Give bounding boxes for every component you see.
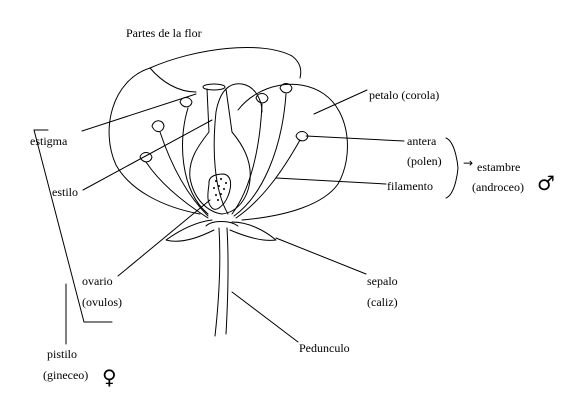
label-petalo: petalo (corola)	[369, 88, 439, 102]
leader-filamento	[275, 177, 387, 185]
leader-sepalo	[275, 237, 367, 275]
male-symbol-icon: ♂	[537, 171, 555, 195]
anther-3	[139, 152, 153, 163]
anther-5	[279, 83, 293, 94]
filament-6	[235, 139, 301, 219]
pistil-bracket	[33, 129, 113, 323]
sepal-left	[165, 219, 215, 242]
style-tube	[189, 88, 251, 215]
label-ovulos: (ovulos)	[82, 295, 122, 309]
label-polen: (polen)	[407, 154, 442, 168]
filament-3	[145, 161, 209, 219]
leader-estilo	[82, 119, 213, 191]
ovary-sac	[207, 173, 232, 210]
label-pistilo: pistilo	[47, 347, 77, 361]
petal-left	[108, 67, 201, 215]
label-androceo: (androceo)	[472, 180, 524, 194]
stigma-top	[202, 83, 226, 91]
sepals	[165, 219, 277, 242]
ovules	[213, 178, 227, 201]
diagram-title: Partes de la flor	[126, 26, 202, 40]
female-symbol-icon: ♀	[102, 365, 117, 389]
filament-5	[233, 93, 287, 217]
brackets	[33, 129, 459, 345]
pistil	[189, 83, 251, 215]
petal-middle	[213, 83, 263, 215]
filament-2	[159, 131, 209, 217]
label-filamento: filamento	[387, 179, 433, 193]
label-ovario: ovario	[82, 274, 113, 288]
label-pedunculo: Pedunculo	[299, 341, 350, 355]
label-caliz: (caliz)	[367, 295, 398, 309]
label-sepalo: sepalo	[367, 274, 398, 288]
label-estambre: estambre	[477, 160, 520, 174]
label-estigma: estigma	[30, 134, 68, 148]
peduncle	[214, 227, 229, 337]
anther-4	[255, 93, 269, 104]
filament-1	[182, 107, 209, 215]
leader-lines	[81, 89, 405, 343]
petal-back	[149, 47, 302, 79]
leader-petalo	[313, 89, 368, 115]
leader-ovario	[117, 199, 211, 277]
label-antera: antera	[407, 134, 437, 148]
leader-estigma	[81, 93, 197, 132]
petals	[108, 47, 348, 221]
sepal-right	[229, 221, 277, 241]
stamen-bracket	[445, 137, 459, 199]
leader-antera	[305, 135, 405, 142]
sepal-middle	[205, 221, 239, 227]
arrow-icon: →	[463, 156, 473, 170]
petal-right	[237, 83, 348, 221]
anther-2	[151, 120, 165, 133]
leader-pedunculo	[231, 291, 299, 343]
filament-4	[231, 103, 263, 215]
label-gineceo: (gineceo)	[43, 368, 88, 382]
petal-left-inner	[149, 67, 197, 93]
label-estilo: estilo	[52, 185, 78, 199]
